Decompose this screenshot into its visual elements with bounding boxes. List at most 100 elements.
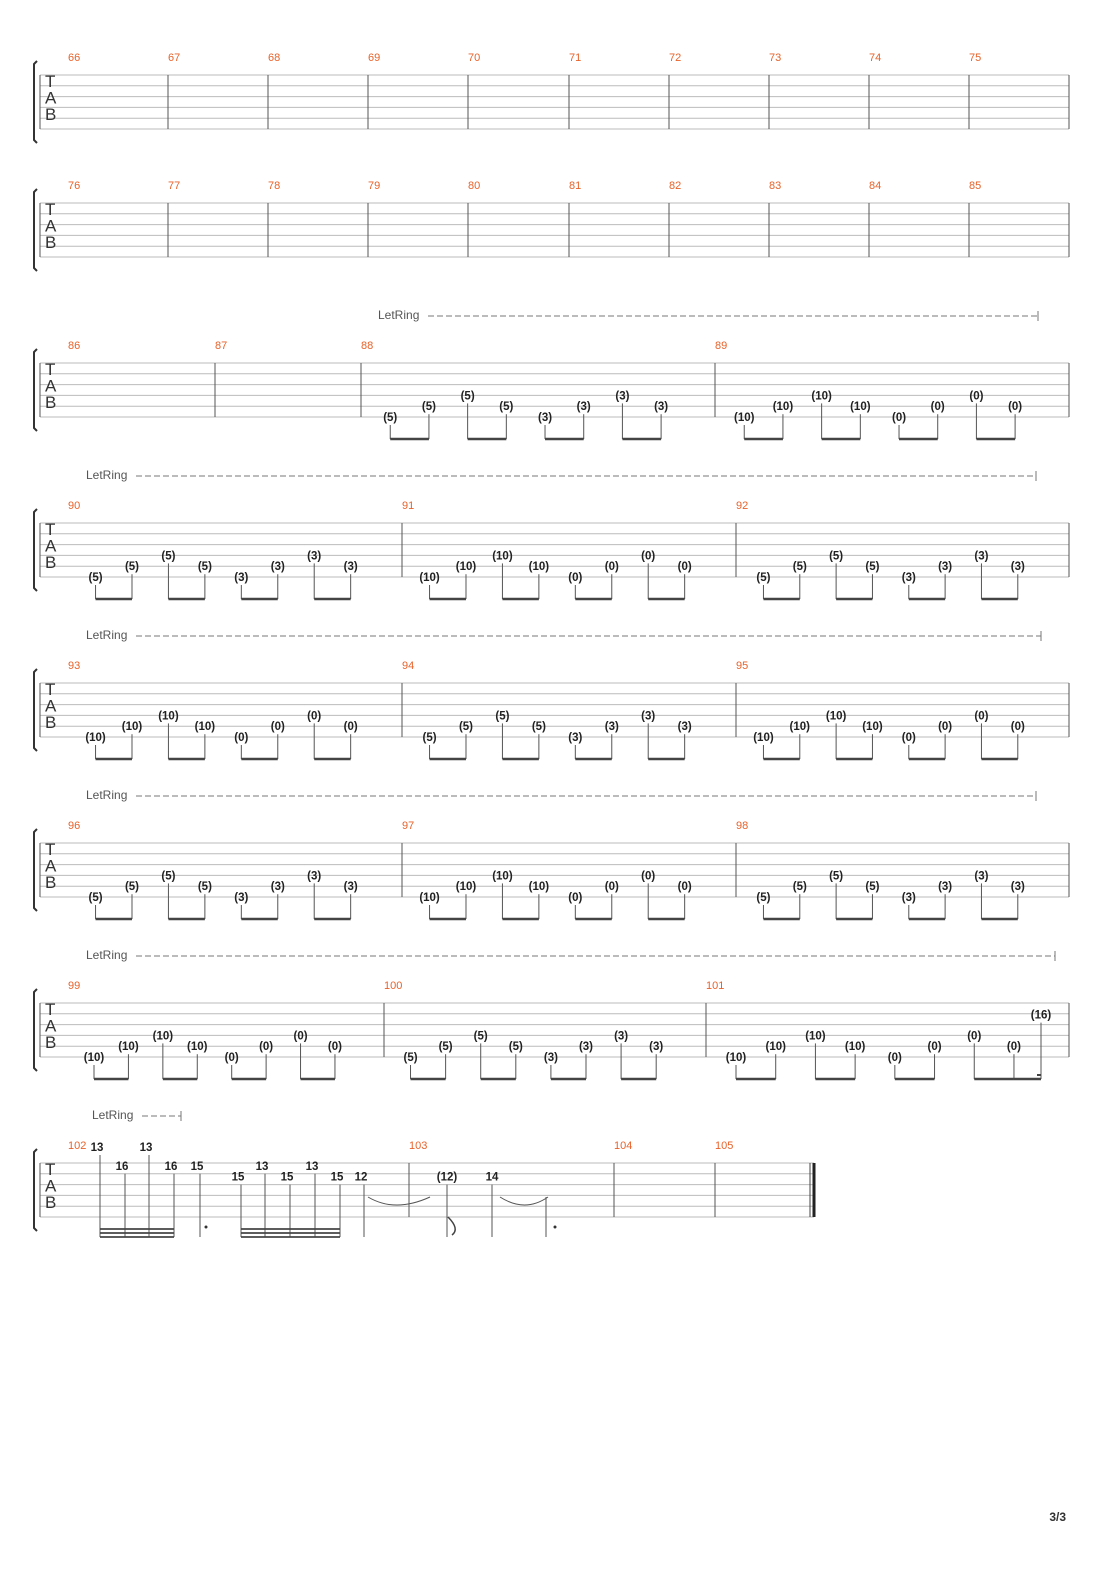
fret-number: (3) xyxy=(614,1030,628,1042)
fret-number: (5) xyxy=(383,412,397,424)
fret-number: (5) xyxy=(865,881,879,893)
measure-number: 79 xyxy=(368,180,380,192)
let-ring-label: LetRing xyxy=(86,468,127,482)
fret-number: (3) xyxy=(1011,881,1025,893)
fret-number: (10) xyxy=(419,572,440,584)
fret-number: (10) xyxy=(85,732,106,744)
fret-number: (10) xyxy=(187,1041,208,1053)
fret-number: (16) xyxy=(1031,1010,1052,1022)
fret-number: (10) xyxy=(811,390,832,402)
measure-number: 103 xyxy=(409,1140,427,1152)
fret-number: 15 xyxy=(281,1172,294,1184)
measure-number: 78 xyxy=(268,180,280,192)
dot xyxy=(553,1225,557,1229)
fret-number: (5) xyxy=(161,870,175,882)
measure-number: 80 xyxy=(468,180,480,192)
fret-number: (5) xyxy=(89,892,103,904)
system-bracket xyxy=(33,348,38,432)
fret-number: (3) xyxy=(271,881,285,893)
note-flag xyxy=(447,1216,456,1236)
fret-number: (10) xyxy=(492,550,513,562)
fret-number: (10) xyxy=(850,401,871,413)
measure-number: 67 xyxy=(168,52,180,64)
fret-number: (10) xyxy=(726,1052,747,1064)
fret-number: 15 xyxy=(331,1172,344,1184)
fret-number: (5) xyxy=(198,881,212,893)
measure-number: 91 xyxy=(402,500,414,512)
fret-number: (5) xyxy=(499,401,513,413)
system-bracket xyxy=(33,508,38,592)
system-bracket xyxy=(33,1148,38,1232)
fret-number: (3) xyxy=(538,412,552,424)
fret-number: (0) xyxy=(294,1030,308,1042)
fret-number: 12 xyxy=(355,1172,368,1184)
measure-number: 85 xyxy=(969,180,981,192)
fret-number: (0) xyxy=(974,710,988,722)
fret-number: (3) xyxy=(307,550,321,562)
fret-number: 16 xyxy=(165,1161,178,1173)
fret-number: (3) xyxy=(974,550,988,562)
tab-clef-letter: B xyxy=(45,553,56,572)
fret-number: (10) xyxy=(862,721,883,733)
measure-number: 74 xyxy=(869,52,881,64)
fret-number: (0) xyxy=(892,412,906,424)
measure-number: 88 xyxy=(361,340,373,352)
fret-number: (10) xyxy=(773,401,794,413)
tab-clef-letter: B xyxy=(45,1193,56,1212)
measure-number: 86 xyxy=(68,340,80,352)
fret-number: (0) xyxy=(271,721,285,733)
tab-clef-letter: A xyxy=(45,697,57,716)
fret-number: (0) xyxy=(1011,721,1025,733)
tab-clef-letter: T xyxy=(45,72,55,91)
tab-clef-letter: B xyxy=(45,233,56,252)
fret-number: (0) xyxy=(605,881,619,893)
fret-number: (3) xyxy=(577,401,591,413)
system-bracket xyxy=(33,988,38,1072)
fret-number: (0) xyxy=(234,732,248,744)
measure-number: 97 xyxy=(402,820,414,832)
tie-arc xyxy=(499,1196,549,1206)
fret-number: (0) xyxy=(969,390,983,402)
measure-number: 81 xyxy=(569,180,581,192)
fret-number: (3) xyxy=(678,721,692,733)
fret-number: (0) xyxy=(307,710,321,722)
tab-clef-letter: T xyxy=(45,360,55,379)
tab-clef-letter: T xyxy=(45,840,55,859)
let-ring-label: LetRing xyxy=(86,628,127,642)
measure-number: 95 xyxy=(736,660,748,672)
measure-number: 96 xyxy=(68,820,80,832)
measure-number: 84 xyxy=(869,180,881,192)
fret-number: (5) xyxy=(793,561,807,573)
tie-arc xyxy=(367,1196,431,1206)
fret-number: (3) xyxy=(271,561,285,573)
tab-clef-letter: B xyxy=(45,105,56,124)
tab-clef-letter: T xyxy=(45,200,55,219)
fret-number: (10) xyxy=(118,1041,139,1053)
measure-number: 101 xyxy=(706,980,724,992)
fret-number: 13 xyxy=(91,1142,104,1154)
fret-number: 13 xyxy=(140,1142,153,1154)
measure-number: 102 xyxy=(68,1140,86,1152)
fret-number: (0) xyxy=(1008,401,1022,413)
fret-number: (0) xyxy=(328,1041,342,1053)
tab-clef-letter: A xyxy=(45,1017,57,1036)
fret-number: (3) xyxy=(654,401,668,413)
fret-number: (0) xyxy=(605,561,619,573)
measure-number: 68 xyxy=(268,52,280,64)
fret-number: (5) xyxy=(422,401,436,413)
fret-number: (5) xyxy=(198,561,212,573)
measure-number: 66 xyxy=(68,52,80,64)
fret-number: (3) xyxy=(579,1041,593,1053)
fret-number: (3) xyxy=(568,732,582,744)
fret-number: (3) xyxy=(938,881,952,893)
fret-number: (10) xyxy=(456,561,477,573)
measure-number: 83 xyxy=(769,180,781,192)
fret-number: (0) xyxy=(928,1041,942,1053)
measure-number: 98 xyxy=(736,820,748,832)
system-bracket xyxy=(33,668,38,752)
fret-number: (10) xyxy=(153,1030,174,1042)
fret-number: (5) xyxy=(459,721,473,733)
measure-number: 82 xyxy=(669,180,681,192)
tab-clef-letter: T xyxy=(45,520,55,539)
fret-number: (10) xyxy=(765,1041,786,1053)
